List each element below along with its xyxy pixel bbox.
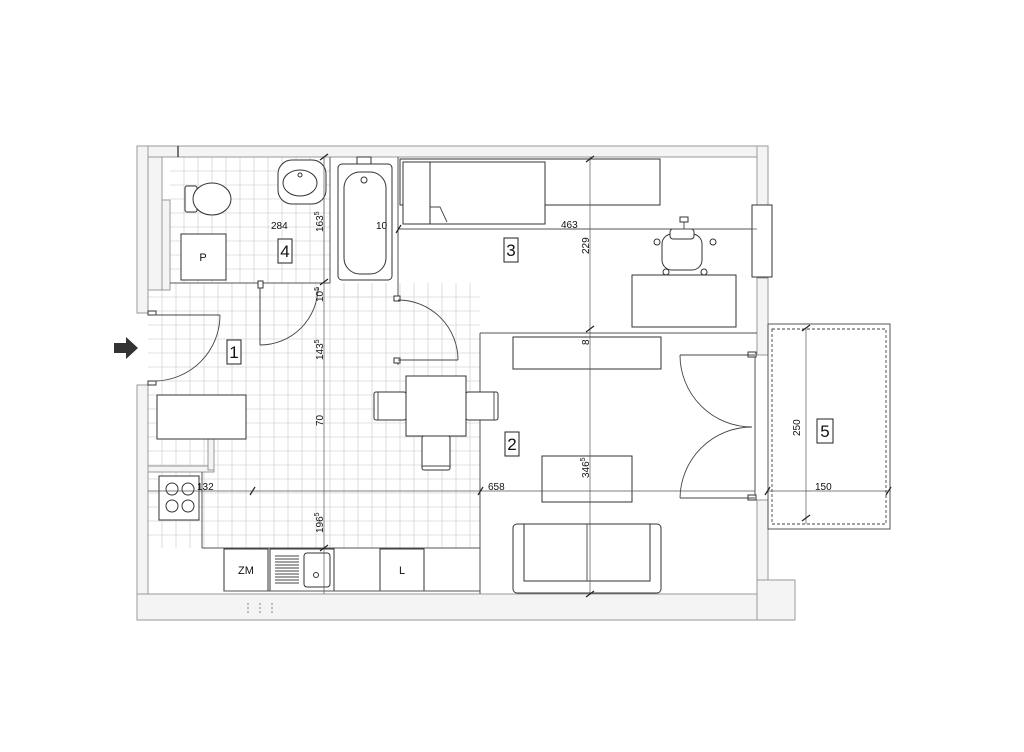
dim-132: 132 xyxy=(197,482,214,493)
room-5-label: 5 xyxy=(820,422,829,441)
fridge-zm: ZM xyxy=(223,548,269,592)
dim-163-sup: 5 xyxy=(314,211,321,215)
room-4-label: 4 xyxy=(280,242,289,261)
dining-set xyxy=(373,375,499,471)
label-l: L xyxy=(399,565,405,577)
room-2-label: 2 xyxy=(507,435,516,454)
dimension-lines xyxy=(148,153,892,598)
laundry-p: P xyxy=(180,233,227,281)
dim-196: 1965 xyxy=(314,512,326,533)
dim-346-sup: 5 xyxy=(580,457,587,461)
dim-163: 1635 xyxy=(314,211,326,232)
room-2-number: 2 xyxy=(504,431,520,457)
dim-346: 3465 xyxy=(580,457,592,478)
washbasin xyxy=(277,159,327,205)
bathtub xyxy=(337,156,393,281)
room-3-number: 3 xyxy=(503,237,519,263)
dim-10-a: 10 xyxy=(376,221,388,232)
dim-463: 463 xyxy=(561,220,578,231)
bedroom-door xyxy=(393,295,459,364)
room-numbers: 1 2 3 4 5 xyxy=(226,237,834,457)
dim-658: 658 xyxy=(488,482,505,493)
dishwasher-l: L xyxy=(379,548,425,592)
wall-marks xyxy=(177,146,273,615)
office-chair xyxy=(653,216,717,276)
cooktop xyxy=(158,475,200,521)
doors xyxy=(147,280,757,501)
dim-143: 1435 xyxy=(314,339,326,360)
room-1-number: 1 xyxy=(226,339,242,365)
room-4-number: 4 xyxy=(277,238,293,264)
label-p: P xyxy=(199,252,206,264)
dim-250: 250 xyxy=(792,419,803,436)
balcony-5 xyxy=(751,204,891,530)
dim-163-value: 163 xyxy=(315,215,326,232)
sink xyxy=(269,548,335,592)
dim-229: 229 xyxy=(581,237,592,254)
dim-284: 284 xyxy=(271,221,288,232)
bedroom-furniture xyxy=(399,158,737,328)
kitchen-fixtures: ZM L xyxy=(156,394,480,592)
dim-10-b-sup: 5 xyxy=(314,287,321,291)
dim-10-b: 105 xyxy=(314,287,326,302)
label-zm: ZM xyxy=(238,565,254,577)
dim-10-b-value: 10 xyxy=(315,290,326,302)
room-5-number: 5 xyxy=(816,418,834,444)
toilet xyxy=(184,182,232,216)
room-3-label: 3 xyxy=(506,241,515,260)
dim-8: 8 xyxy=(581,339,592,345)
entrance-arrow-icon xyxy=(114,337,138,359)
balcony-door xyxy=(679,351,757,501)
living-furniture xyxy=(512,336,662,594)
dim-150: 150 xyxy=(815,482,832,493)
dim-346-value: 346 xyxy=(581,461,592,478)
sofa xyxy=(512,523,662,594)
dim-70: 70 xyxy=(315,414,326,426)
room-1-label: 1 xyxy=(229,343,238,362)
bathroom-fixtures: P xyxy=(180,156,393,281)
dim-143-sup: 5 xyxy=(314,339,321,343)
bathroom-door xyxy=(257,280,319,346)
dim-143-value: 143 xyxy=(315,343,326,360)
dimension-labels: 284 1635 10 463 229 105 1435 8 70 250 13… xyxy=(197,211,832,533)
dim-196-sup: 5 xyxy=(314,512,321,516)
dim-196-value: 196 xyxy=(315,516,326,533)
entrance-door xyxy=(147,310,221,386)
